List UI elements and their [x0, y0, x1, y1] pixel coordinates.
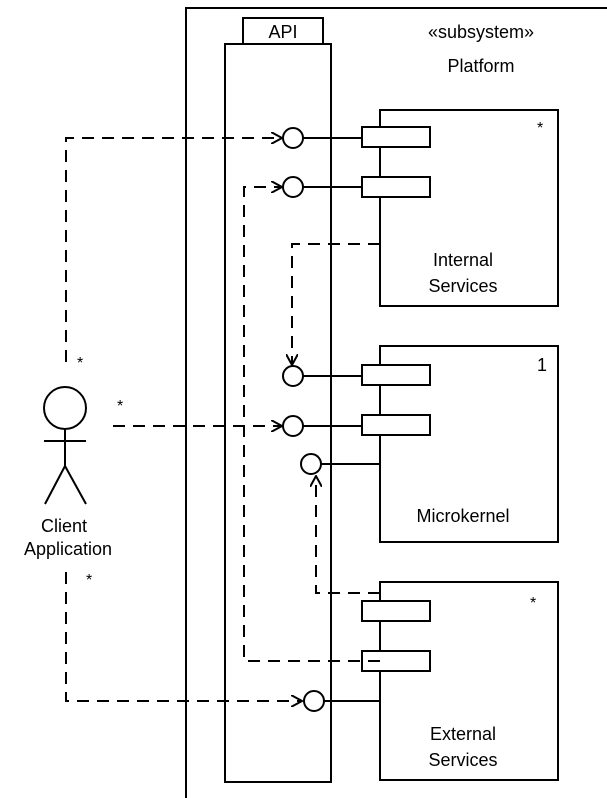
component-port: [361, 364, 431, 386]
component-multiplicity: 1: [537, 355, 547, 375]
dependency-arrow: [243, 187, 380, 662]
interface-lollipop: [282, 365, 304, 387]
client-application-actor: [43, 386, 87, 505]
component-multiplicity: *: [537, 120, 543, 137]
component-port: [361, 414, 431, 436]
component-label: Services: [428, 276, 497, 296]
dependencies: [65, 138, 380, 701]
dependency-arrow: [65, 572, 302, 701]
interface-lollipop: [282, 127, 304, 149]
dependency-arrow: [316, 476, 380, 594]
component-internal-services: * Internal Services: [361, 109, 559, 307]
dependency-arrow: [292, 243, 380, 365]
actor-multiplicity: *: [117, 398, 123, 415]
actor-head: [43, 386, 87, 430]
component-port: [361, 600, 431, 622]
actor-label: Application: [24, 539, 112, 559]
subsystem-boundary: [185, 7, 607, 798]
actor-multiplicity: *: [77, 355, 83, 372]
interface-lollipop: [300, 453, 322, 475]
subsystem-name: Platform: [447, 56, 514, 76]
api-label: API: [268, 22, 297, 42]
interface-lollipop: [282, 176, 304, 198]
actor-label: Client: [41, 516, 87, 536]
component-microkernel: 1 Microkernel: [361, 345, 559, 543]
component-label: Internal: [433, 250, 493, 270]
component-label: External: [430, 724, 496, 744]
provided-interfaces: [282, 127, 380, 712]
component-external-services: * External Services: [361, 581, 559, 781]
component-port: [361, 176, 431, 198]
api-package: [224, 43, 332, 783]
component-port: [361, 650, 431, 672]
dependency-arrow: [65, 138, 282, 362]
subsystem-stereotype: «subsystem»: [428, 22, 534, 42]
component-label: Microkernel: [416, 506, 509, 526]
actor-multiplicity: *: [86, 572, 92, 589]
interface-lollipop: [303, 690, 325, 712]
component-label: Services: [428, 750, 497, 770]
interface-lollipop: [282, 415, 304, 437]
component-multiplicity: *: [530, 595, 536, 612]
component-port: [361, 126, 431, 148]
